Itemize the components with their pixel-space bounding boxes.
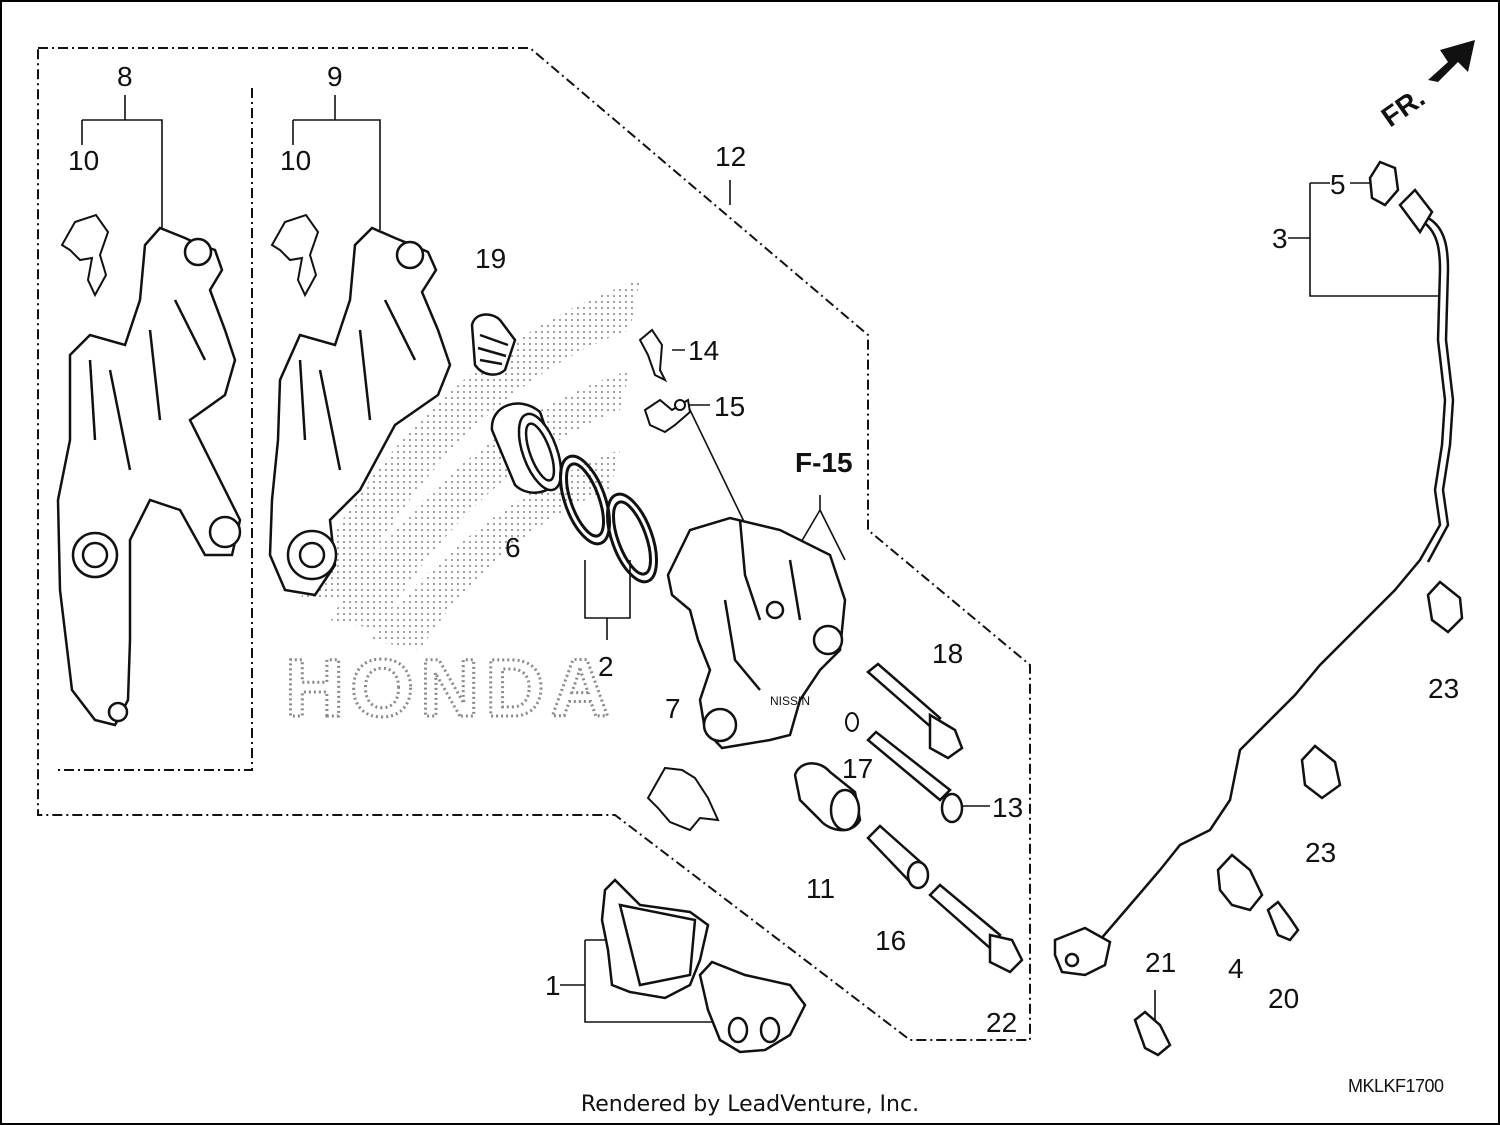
honda-watermark-text: HONDA: [285, 643, 616, 734]
pin-boot-19: [470, 313, 517, 376]
callout-1: 1: [545, 970, 561, 1001]
callout-17: 17: [842, 753, 873, 784]
pin-sleeve-16: [866, 824, 930, 890]
callout-2: 2: [598, 651, 614, 682]
callout-8: 8: [117, 61, 133, 92]
callout-20: 20: [1268, 983, 1299, 1014]
callout-16: 16: [875, 925, 906, 956]
bolt-20: [1266, 900, 1300, 942]
bolt-22: [928, 883, 1024, 974]
callout-23-lower: 23: [1305, 837, 1336, 868]
sensor-connector-5: [1368, 160, 1434, 235]
caliper-piston-6: [490, 402, 563, 494]
callout-numbers: 8 9 10 10 12 19 14 15 F-15 6 2 7 18 17 1…: [68, 61, 1459, 1038]
callout-5: 5: [1330, 169, 1346, 200]
front-direction-arrow: FR.: [1376, 40, 1475, 133]
pad-spring-clip-left: [60, 213, 110, 298]
callout-13: 13: [992, 792, 1023, 823]
cable-clamp-23-lower: [1300, 744, 1342, 800]
pin-13: [866, 730, 964, 824]
sensor-head: [1053, 926, 1112, 977]
assembly-dashed-outline: [37, 47, 1031, 1041]
callout-3: 3: [1272, 223, 1288, 254]
caliper-bracket-9: [268, 226, 452, 597]
pad-spring-clip-right: [270, 213, 320, 298]
front-arrow-label: FR.: [1376, 82, 1431, 133]
callout-21: 21: [1145, 947, 1176, 978]
bolt-21: [1133, 1010, 1172, 1057]
bleeder-cap-14: [638, 328, 668, 383]
footer-credit: Rendered by LeadVenture, Inc.: [580, 1092, 920, 1117]
wheel-speed-sensor-3: [1079, 216, 1455, 956]
brake-pad-set-1: [600, 878, 807, 1054]
pin-bolt-18: [866, 662, 964, 760]
callout-12: 12: [715, 141, 746, 172]
svg-text:NISSIN: NISSIN: [770, 694, 810, 708]
callout-10-right: 10: [280, 145, 311, 176]
callout-22: 22: [986, 1007, 1017, 1038]
callout-4: 4: [1228, 953, 1244, 984]
caliper-bracket-8: [56, 226, 242, 727]
callout-19: 19: [475, 243, 506, 274]
callout-15: 15: [714, 391, 745, 422]
washer-17: [845, 712, 859, 732]
reference-label: F-15: [795, 447, 853, 478]
callout-14: 14: [688, 335, 719, 366]
piston-seal-set-2: [558, 454, 659, 584]
callout-18: 18: [932, 638, 963, 669]
sensor-stay-4: [1216, 853, 1264, 912]
cable-clamp-23-upper: [1426, 580, 1464, 634]
diagram-code: MKLKF1700: [1348, 1076, 1444, 1096]
callout-11: 11: [806, 873, 835, 904]
pin-boot-11: [793, 762, 862, 832]
callout-7: 7: [665, 693, 681, 724]
honda-wing-watermark: [300, 280, 640, 650]
bleeder-valve-15: [643, 398, 692, 434]
pad-spring-7: [646, 766, 720, 832]
callout-9: 9: [327, 61, 343, 92]
callout-10-left: 10: [68, 145, 99, 176]
callout-23-upper: 23: [1428, 673, 1459, 704]
callout-6: 6: [505, 532, 521, 563]
caliper-body: NISSIN: [666, 516, 847, 750]
